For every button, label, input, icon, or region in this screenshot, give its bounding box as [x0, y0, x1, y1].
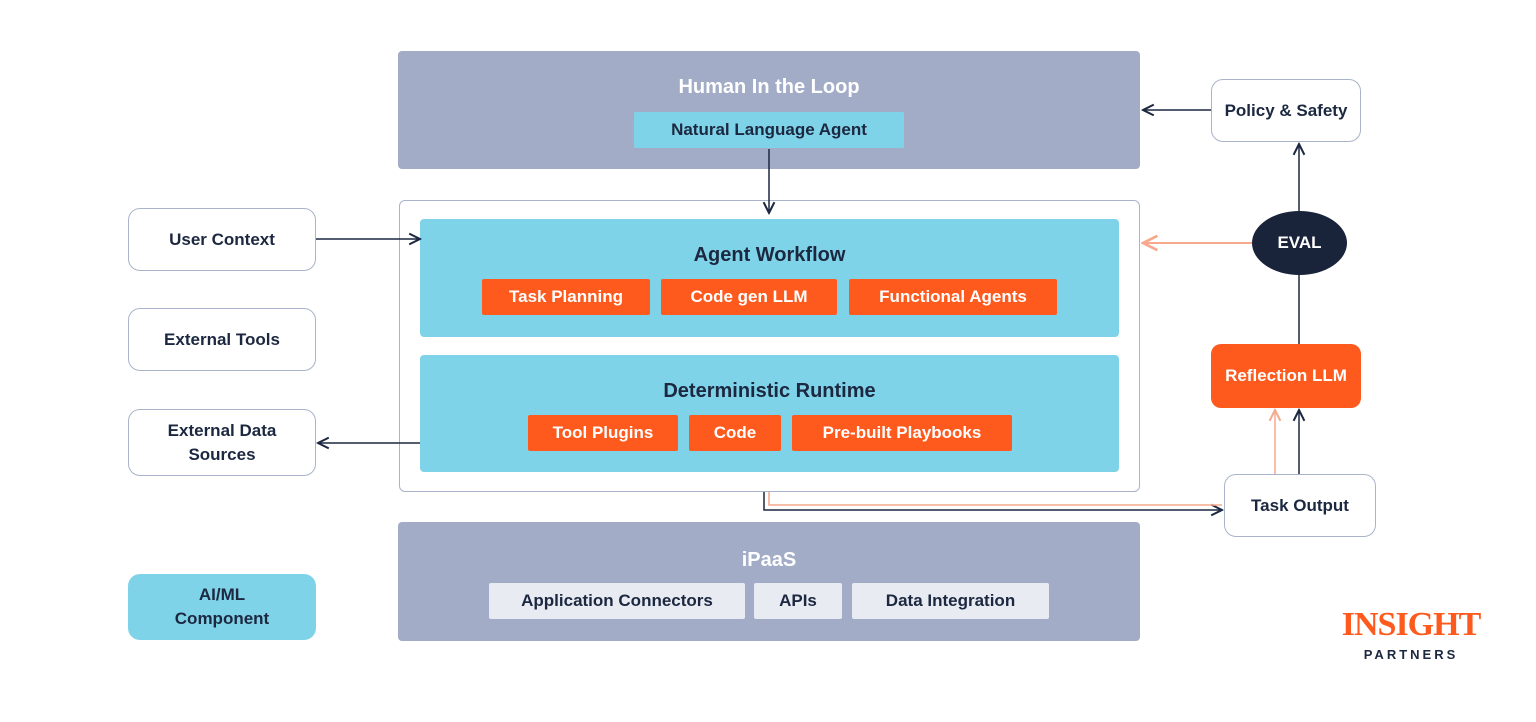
- functional-agents-chip: Functional Agents: [849, 279, 1057, 315]
- container-to-output-salmon-line: [768, 492, 1222, 506]
- apis-chip: APIs: [754, 583, 842, 619]
- container-to-output-arrow: [763, 492, 1222, 510]
- external-data-line1: External Data: [167, 420, 277, 440]
- logo-subtitle: PARTNERS: [1363, 646, 1459, 662]
- user-context-box: User Context: [128, 208, 316, 271]
- data-integration-chip: Data Integration: [852, 583, 1049, 619]
- ipaas-band: iPaaS Application Connectors APIs Data I…: [398, 522, 1140, 641]
- deterministic-runtime-panel: Deterministic Runtime Tool Plugins Code …: [420, 355, 1119, 472]
- ai-ml-component-legend: AI/ML Component: [128, 574, 316, 640]
- code-gen-llm-chip: Code gen LLM: [661, 279, 837, 315]
- policy-safety-box: Policy & Safety: [1211, 79, 1361, 142]
- agent-workflow-panel: Agent Workflow Task Planning Code gen LL…: [420, 219, 1119, 337]
- eval-node: EVAL: [1252, 211, 1347, 275]
- task-planning-chip: Task Planning: [482, 279, 650, 315]
- application-connectors-chip: Application Connectors: [489, 583, 745, 619]
- ipaas-title: iPaaS: [741, 548, 797, 571]
- external-data-line2: Sources: [188, 444, 256, 464]
- code-chip: Code: [689, 415, 781, 451]
- external-tools-box: External Tools: [128, 308, 316, 371]
- tool-plugins-chip: Tool Plugins: [528, 415, 678, 451]
- legend-line2: Component: [174, 609, 270, 628]
- deterministic-runtime-title: Deterministic Runtime: [663, 379, 876, 402]
- legend-line1: AI/ML: [198, 585, 246, 604]
- pre-built-playbooks-chip: Pre-built Playbooks: [792, 415, 1012, 451]
- insight-partners-logo: INSIGHT PARTNERS: [1336, 608, 1486, 664]
- reflection-llm-box: Reflection LLM: [1211, 344, 1361, 408]
- logo-wordmark: INSIGHT: [1341, 606, 1482, 643]
- task-output-box: Task Output: [1224, 474, 1376, 537]
- external-data-sources-box: External Data Sources: [128, 409, 316, 476]
- human-in-the-loop-title: Human In the Loop: [678, 75, 860, 98]
- natural-language-agent-chip: Natural Language Agent: [634, 112, 904, 148]
- agent-workflow-title: Agent Workflow: [693, 243, 846, 266]
